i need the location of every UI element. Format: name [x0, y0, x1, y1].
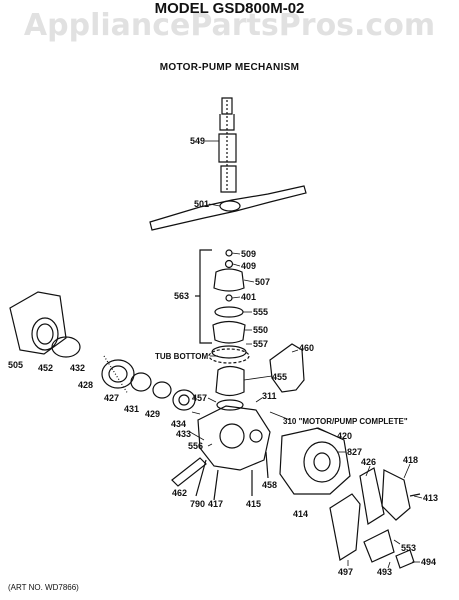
tub-bottom-label: TUB BOTTOM	[155, 352, 209, 361]
part-434: 434	[171, 419, 186, 429]
part-462: 462	[172, 488, 187, 498]
part-417: 417	[208, 499, 223, 509]
part-455: 455	[272, 372, 287, 382]
spray-tower-drawing	[218, 97, 237, 193]
part-460-drawing	[269, 343, 305, 393]
part-460: 460	[299, 343, 314, 353]
model-title: MODEL GSD800M-02	[154, 0, 305, 17]
part-458: 458	[262, 480, 277, 490]
motor-drawing	[279, 427, 351, 495]
part-505: 505	[8, 360, 23, 370]
part-457: 457	[192, 393, 207, 403]
seal-429	[152, 381, 172, 399]
part-429: 429	[145, 409, 160, 419]
mount-brackets-drawing	[329, 467, 421, 569]
bolt-790	[195, 459, 207, 497]
part-563: 563	[174, 291, 189, 301]
part-501: 501	[194, 199, 209, 209]
clamp-452	[51, 336, 81, 358]
section-title: MOTOR-PUMP MECHANISM	[159, 62, 300, 73]
part-401: 401	[241, 292, 256, 302]
part-553: 553	[401, 543, 416, 553]
part-431: 431	[124, 404, 139, 414]
part-415: 415	[246, 499, 261, 509]
part-409: 409	[241, 261, 256, 271]
part-827: 827	[347, 447, 362, 457]
pump-housing-drawing	[215, 365, 245, 411]
part-497: 497	[338, 567, 353, 577]
ring-427	[130, 372, 152, 392]
part-311: 311	[262, 391, 277, 401]
part-550: 550	[253, 325, 268, 335]
part-494: 494	[421, 557, 436, 567]
part-420: 420	[337, 431, 352, 441]
art-number: (ART NO. WD7866)	[8, 583, 79, 592]
part-790: 790	[190, 499, 205, 509]
part-555: 555	[253, 307, 268, 317]
part-426: 426	[361, 457, 376, 467]
tub-bottom-outline	[208, 348, 250, 364]
part-507: 507	[255, 277, 270, 287]
impeller-428-drawing	[101, 355, 135, 395]
part-433: 433	[176, 429, 191, 439]
part-418: 418	[403, 455, 418, 465]
part-493: 493	[377, 567, 392, 577]
inlet-duct-drawing	[9, 291, 67, 355]
bolt-458	[265, 451, 269, 479]
part-556: 556	[188, 441, 203, 451]
part-452: 452	[38, 363, 53, 373]
part-414: 414	[293, 509, 308, 519]
part-413: 413	[423, 493, 438, 503]
motor-pump-complete-label: 310 "MOTOR/PUMP COMPLETE"	[283, 417, 408, 426]
part-427: 427	[104, 393, 119, 403]
bolt-417	[213, 469, 219, 501]
hose-462	[171, 457, 207, 487]
bracket-563	[199, 249, 212, 344]
part-428: 428	[78, 380, 93, 390]
part-549: 549	[190, 136, 205, 146]
part-557: 557	[253, 339, 268, 349]
part-432: 432	[70, 363, 85, 373]
pump-body-drawing	[197, 405, 271, 471]
part-509: 509	[241, 249, 256, 259]
part-434-drawing	[172, 389, 196, 411]
